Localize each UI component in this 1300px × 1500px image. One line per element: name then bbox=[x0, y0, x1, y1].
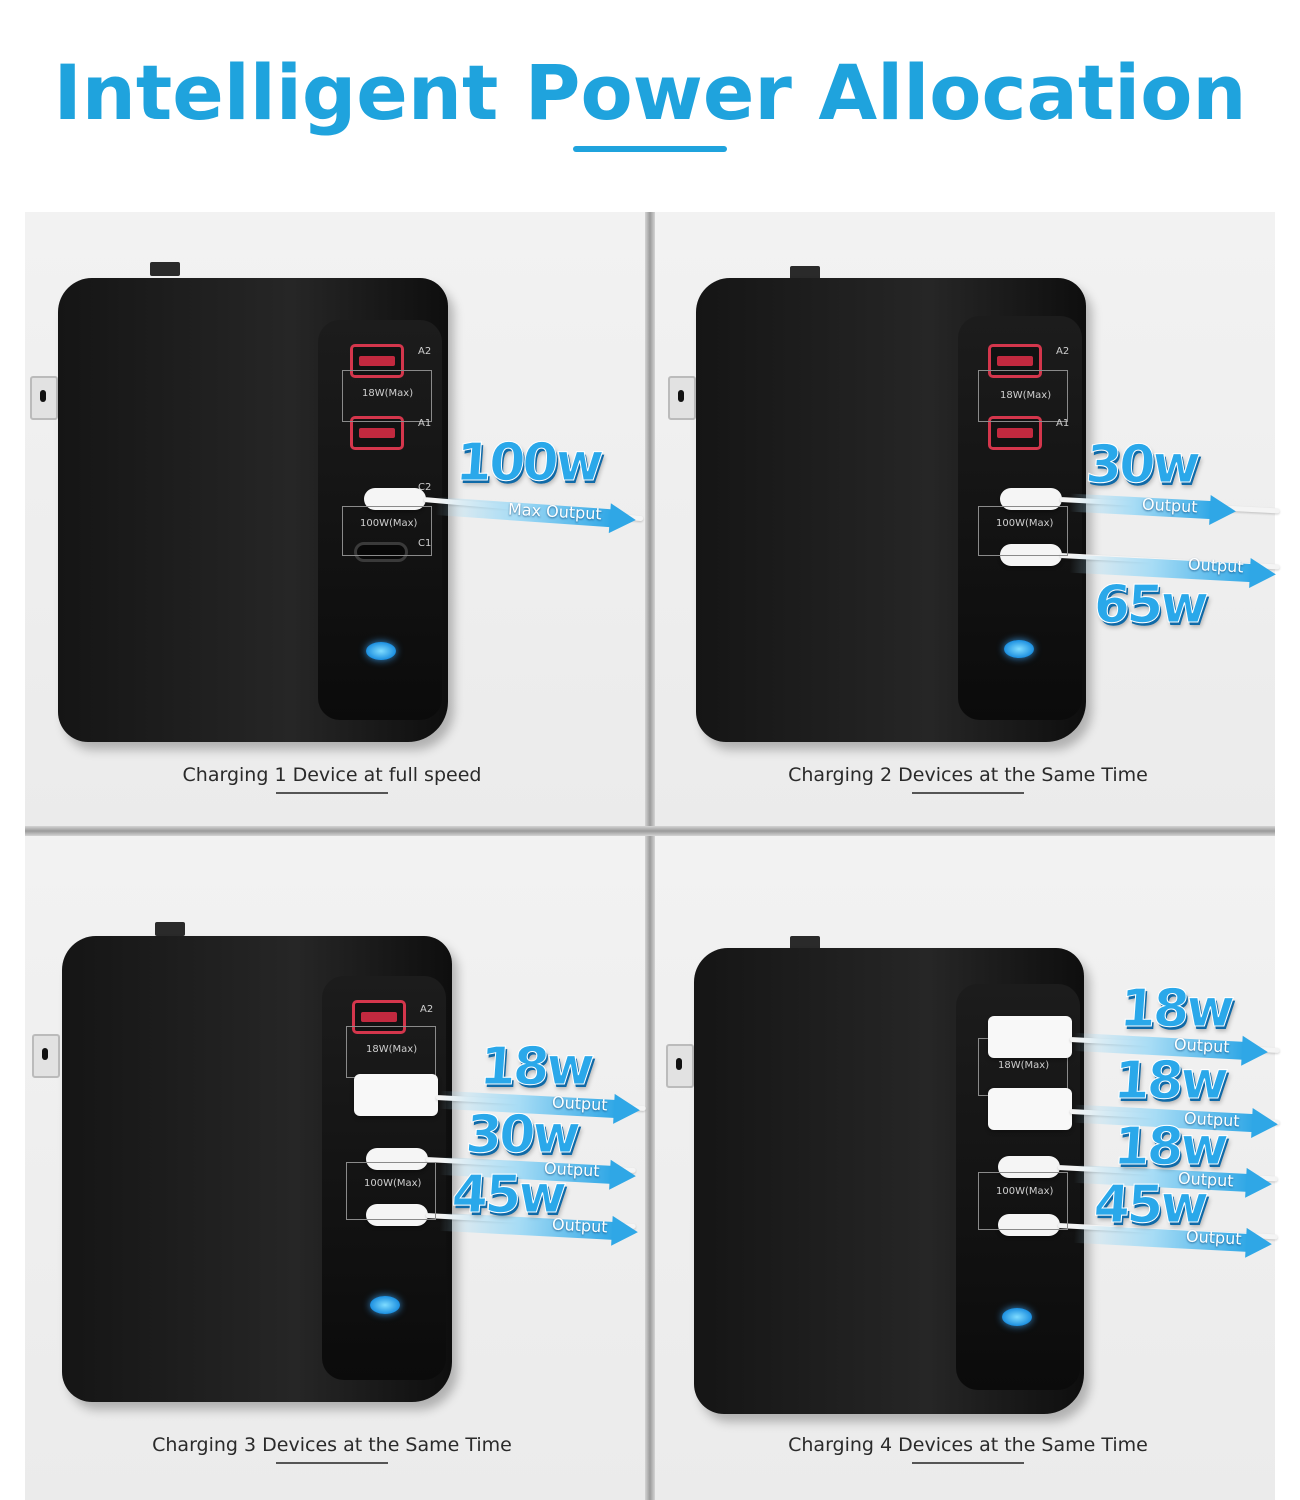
plug-tab bbox=[666, 1044, 694, 1088]
usb-c-bracket bbox=[978, 1172, 1068, 1230]
power-led bbox=[366, 642, 396, 660]
plug-prong bbox=[790, 936, 820, 950]
panel-3-caption: Charging 3 Devices at the Same Time bbox=[152, 1434, 512, 1456]
watt-value-1: 18w bbox=[477, 1037, 594, 1098]
plug-prong bbox=[790, 266, 820, 280]
usb-c2-plug bbox=[366, 1148, 428, 1170]
panel-1-caption: Charging 1 Device at full speed bbox=[182, 764, 482, 786]
watt-value-3: 18w bbox=[1111, 1117, 1228, 1178]
usb-c1-port bbox=[354, 542, 408, 562]
watt-value-1: 18w bbox=[1117, 979, 1234, 1040]
plug-tab bbox=[30, 376, 58, 420]
usb-c-bracket bbox=[342, 506, 432, 556]
watt-value-4: 45w bbox=[1091, 1175, 1208, 1236]
usb-a2-port bbox=[350, 344, 404, 378]
plug-tab bbox=[32, 1034, 60, 1078]
watt-value-1: 30w bbox=[1083, 435, 1200, 496]
usb-a-plug bbox=[354, 1074, 438, 1116]
caption-underline bbox=[276, 1462, 388, 1464]
port-label-a2: A2 bbox=[1056, 346, 1070, 357]
usb-c-group-label: 100W(Max) bbox=[996, 518, 1054, 529]
usb-c1-plug bbox=[998, 1214, 1060, 1236]
port-label-c1: C1 bbox=[418, 538, 432, 549]
caption-underline bbox=[912, 1462, 1024, 1464]
port-label-a1: A1 bbox=[1056, 418, 1070, 429]
page-title: Intelligent Power Allocation bbox=[53, 48, 1247, 137]
watt-value: 100w bbox=[453, 433, 603, 494]
usb-a2-port bbox=[352, 1000, 406, 1034]
watt-value-2: 18w bbox=[1111, 1051, 1228, 1112]
caption-underline bbox=[912, 792, 1024, 794]
port-label-a1: A1 bbox=[418, 418, 432, 429]
title-underline bbox=[573, 146, 727, 152]
usb-c-group-label: 100W(Max) bbox=[360, 518, 418, 529]
output-label-2: Output bbox=[1187, 554, 1245, 577]
usb-a-bracket bbox=[342, 370, 432, 422]
port-label-a2: A2 bbox=[418, 346, 432, 357]
panel-4-caption: Charging 4 Devices at the Same Time bbox=[788, 1434, 1148, 1456]
usb-c-bracket bbox=[978, 506, 1068, 556]
power-led bbox=[370, 1296, 400, 1314]
output-label-4: Output bbox=[1185, 1226, 1243, 1249]
usb-c-bracket bbox=[346, 1162, 436, 1220]
plug-prong bbox=[155, 922, 185, 936]
usb-a1-plug bbox=[988, 1088, 1072, 1130]
panel-2-caption: Charging 2 Devices at the Same Time bbox=[788, 764, 1148, 786]
port-label-a2: A2 bbox=[420, 1004, 434, 1015]
power-led bbox=[1004, 640, 1034, 658]
usb-a-group-label: 18W(Max) bbox=[366, 1044, 418, 1055]
watt-value-2: 65w bbox=[1091, 575, 1208, 636]
plug-tab bbox=[668, 376, 696, 420]
usb-a-group-label: 18W(Max) bbox=[1000, 390, 1052, 401]
usb-a2-plug bbox=[988, 1016, 1072, 1058]
plug-prong bbox=[150, 262, 180, 276]
watt-value-2: 30w bbox=[463, 1105, 580, 1166]
caption-underline bbox=[276, 792, 388, 794]
usb-a2-port bbox=[988, 344, 1042, 378]
port-label-c2: C2 bbox=[418, 482, 432, 493]
power-led bbox=[1002, 1308, 1032, 1326]
usb-a-bracket bbox=[978, 370, 1068, 422]
output-label-1: Output bbox=[1141, 494, 1199, 517]
usb-a-group-label: 18W(Max) bbox=[362, 388, 414, 399]
vertical-divider bbox=[645, 212, 655, 1500]
usb-c-plug bbox=[364, 488, 426, 510]
usb-c-group-label: 100W(Max) bbox=[364, 1178, 422, 1189]
horizontal-divider bbox=[25, 826, 1275, 836]
usb-c1-plug bbox=[366, 1204, 428, 1226]
usb-a-group-label: 18W(Max) bbox=[998, 1060, 1050, 1071]
output-label-3: Output bbox=[551, 1214, 609, 1237]
usb-c2-plug bbox=[1000, 488, 1062, 510]
usb-c-group-label: 100W(Max) bbox=[996, 1186, 1054, 1197]
watt-value-3: 45w bbox=[449, 1165, 566, 1226]
